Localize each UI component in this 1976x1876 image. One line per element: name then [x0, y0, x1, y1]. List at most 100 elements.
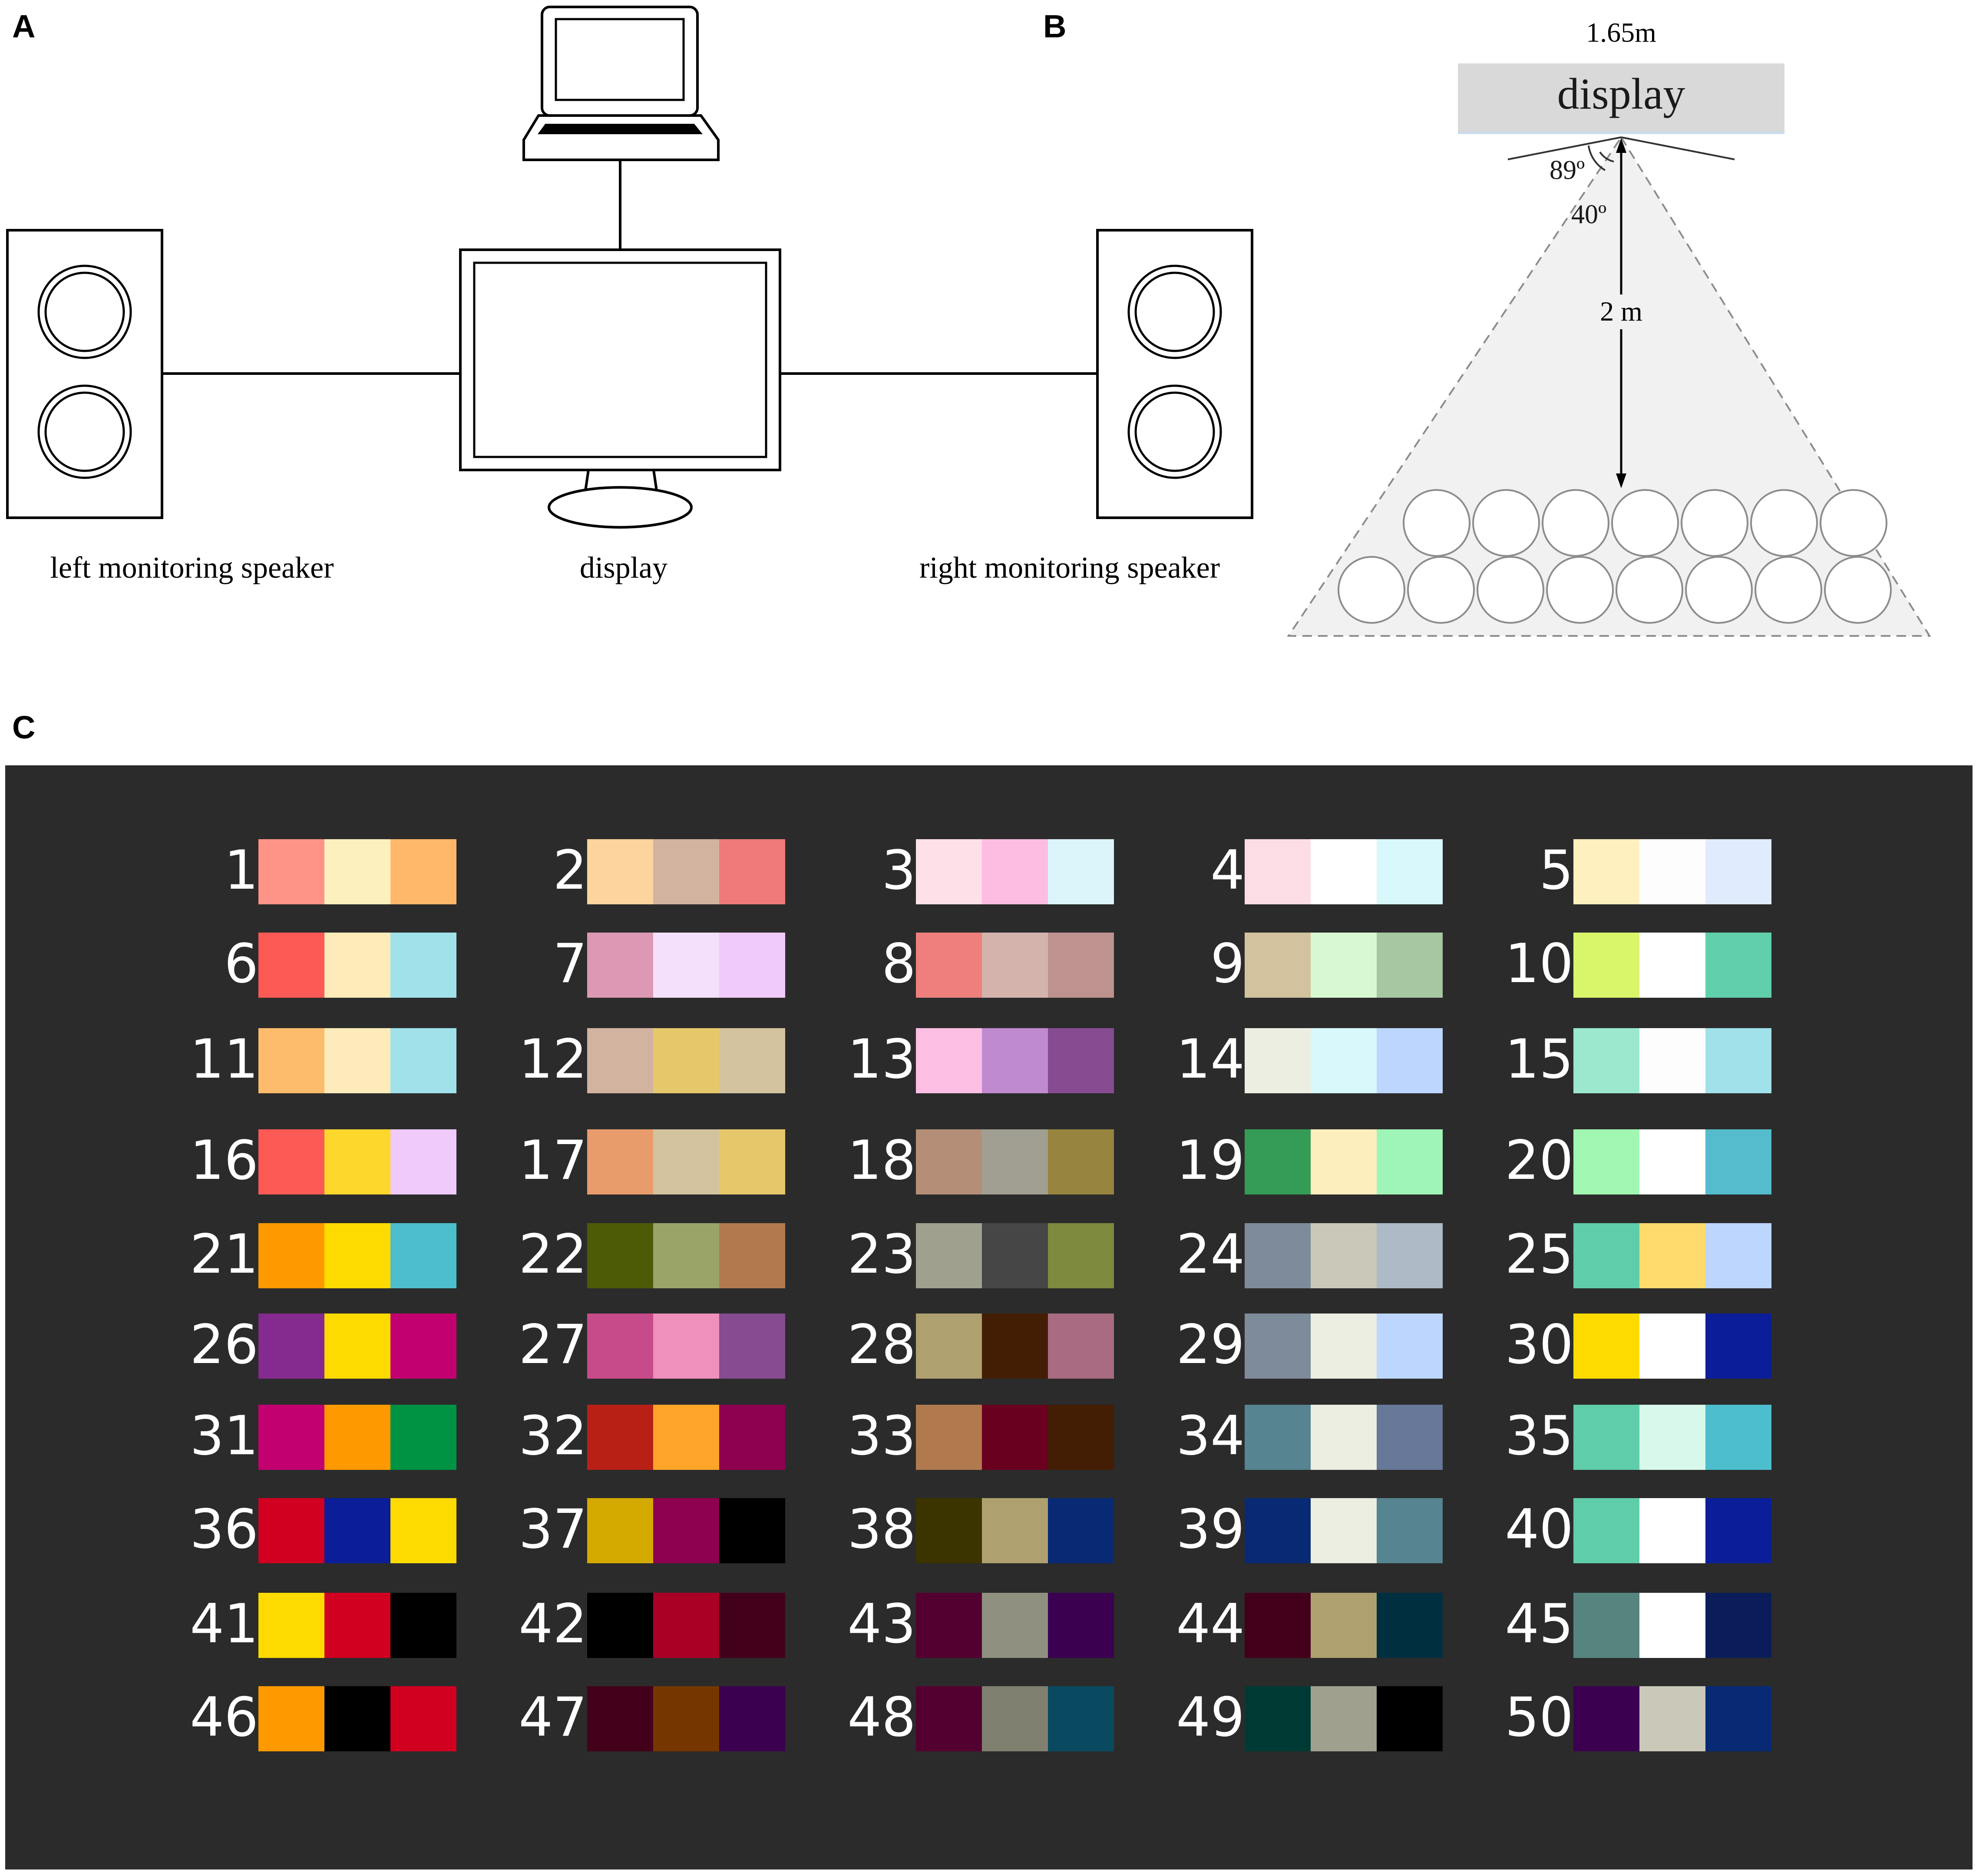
- color-swatch: [1311, 1593, 1377, 1658]
- display-label: display: [580, 551, 667, 585]
- palette-number: 9: [1210, 933, 1245, 995]
- palette-23: 23: [779, 1220, 1114, 1289]
- color-swatch: [653, 1686, 719, 1751]
- color-swatch: [390, 1405, 456, 1470]
- color-swatch: [916, 933, 982, 998]
- distance-label: 2 m: [1600, 296, 1642, 327]
- color-swatch: [1573, 1314, 1639, 1379]
- color-swatch: [1573, 933, 1639, 998]
- palette-7: 7: [450, 929, 785, 999]
- panel-a-setup-diagram: left monitoring speaker display right mo…: [6, 6, 1253, 585]
- palette-11: 11: [122, 1025, 456, 1094]
- palette-number: 48: [847, 1686, 916, 1749]
- laptop-icon: [522, 6, 720, 161]
- color-swatch: [1639, 1498, 1705, 1563]
- color-swatch: [1573, 1593, 1639, 1658]
- color-swatch: [1245, 1686, 1311, 1751]
- color-swatch: [653, 1405, 719, 1470]
- display-label-b: display: [1557, 69, 1685, 119]
- palette-43: 43: [779, 1589, 1114, 1659]
- angle-89-label: 89º: [1550, 156, 1585, 185]
- color-swatch: [1639, 839, 1705, 904]
- color-swatch: [653, 933, 719, 998]
- color-swatch: [1245, 1129, 1311, 1194]
- color-swatch: [1377, 1498, 1443, 1563]
- color-swatch: [1573, 1686, 1639, 1751]
- color-swatch: [982, 1314, 1048, 1379]
- color-swatch: [1048, 1129, 1114, 1194]
- palette-number: 30: [1505, 1314, 1573, 1376]
- color-swatch: [1048, 839, 1114, 904]
- color-swatch: [390, 1314, 456, 1379]
- color-swatch: [324, 1129, 390, 1194]
- color-swatch: [258, 1223, 324, 1288]
- palette-17: 17: [450, 1126, 785, 1195]
- color-swatch: [982, 1405, 1048, 1470]
- palette-number: 43: [847, 1593, 916, 1655]
- color-swatch: [1311, 933, 1377, 998]
- color-swatch: [1311, 1314, 1377, 1379]
- palette-27: 27: [450, 1310, 785, 1380]
- palette-3: 3: [779, 836, 1114, 905]
- color-swatch: [1245, 1314, 1311, 1379]
- color-swatch: [324, 1314, 390, 1379]
- palette-number: 49: [1176, 1686, 1245, 1749]
- color-swatch: [390, 1223, 456, 1288]
- left-speaker-label: left monitoring speaker: [50, 551, 334, 585]
- color-swatch: [1573, 1498, 1639, 1563]
- palette-number: 42: [519, 1593, 587, 1655]
- palette-19: 19: [1108, 1126, 1443, 1195]
- palette-41: 41: [122, 1589, 456, 1659]
- right-speaker-label: right monitoring speaker: [919, 551, 1220, 585]
- color-swatch: [1048, 1405, 1114, 1470]
- seat-circle: [1477, 556, 1544, 624]
- color-swatch: [258, 1314, 324, 1379]
- color-swatch: [916, 1686, 982, 1751]
- color-swatch: [1639, 1129, 1705, 1194]
- color-swatch: [1048, 1223, 1114, 1288]
- palette-number: 27: [519, 1314, 587, 1376]
- color-swatch: [324, 1028, 390, 1093]
- color-swatch: [1245, 1593, 1311, 1658]
- palette-number: 4: [1210, 839, 1245, 902]
- palette-number: 3: [882, 839, 916, 902]
- palette-number: 16: [190, 1129, 258, 1192]
- palette-21: 21: [122, 1220, 456, 1289]
- palette-number: 34: [1176, 1405, 1245, 1467]
- color-swatch: [1377, 1223, 1443, 1288]
- palette-number: 21: [190, 1223, 258, 1286]
- palette-15: 15: [1437, 1025, 1771, 1094]
- palette-number: 39: [1176, 1498, 1245, 1561]
- color-swatch: [1311, 1498, 1377, 1563]
- color-swatch: [258, 933, 324, 998]
- color-swatch: [982, 1498, 1048, 1563]
- color-swatch: [653, 1498, 719, 1563]
- color-swatch: [1705, 1223, 1771, 1288]
- palette-18: 18: [779, 1126, 1114, 1195]
- palette-number: 12: [519, 1028, 587, 1091]
- palette-16: 16: [122, 1126, 456, 1195]
- color-swatch: [1245, 1223, 1311, 1288]
- seat-circle: [1681, 489, 1748, 557]
- right-speaker-icon: [1096, 229, 1253, 519]
- color-swatch: [390, 1028, 456, 1093]
- palette-20: 20: [1437, 1126, 1771, 1195]
- palette-number: 23: [847, 1223, 916, 1286]
- palette-32: 32: [450, 1401, 785, 1471]
- palette-26: 26: [122, 1310, 456, 1380]
- color-swatch: [1639, 1028, 1705, 1093]
- color-swatch: [719, 933, 785, 998]
- color-swatch: [587, 1686, 653, 1751]
- palette-number: 29: [1176, 1314, 1245, 1376]
- color-swatch: [1377, 1686, 1443, 1751]
- palette-number: 7: [553, 933, 587, 995]
- color-swatch: [324, 1498, 390, 1563]
- color-swatch: [1639, 1223, 1705, 1288]
- color-swatch: [982, 1223, 1048, 1288]
- palette-34: 34: [1108, 1401, 1443, 1471]
- seat-circle: [1472, 489, 1540, 557]
- color-swatch: [1573, 1028, 1639, 1093]
- color-swatch: [1573, 839, 1639, 904]
- color-swatch: [1705, 1314, 1771, 1379]
